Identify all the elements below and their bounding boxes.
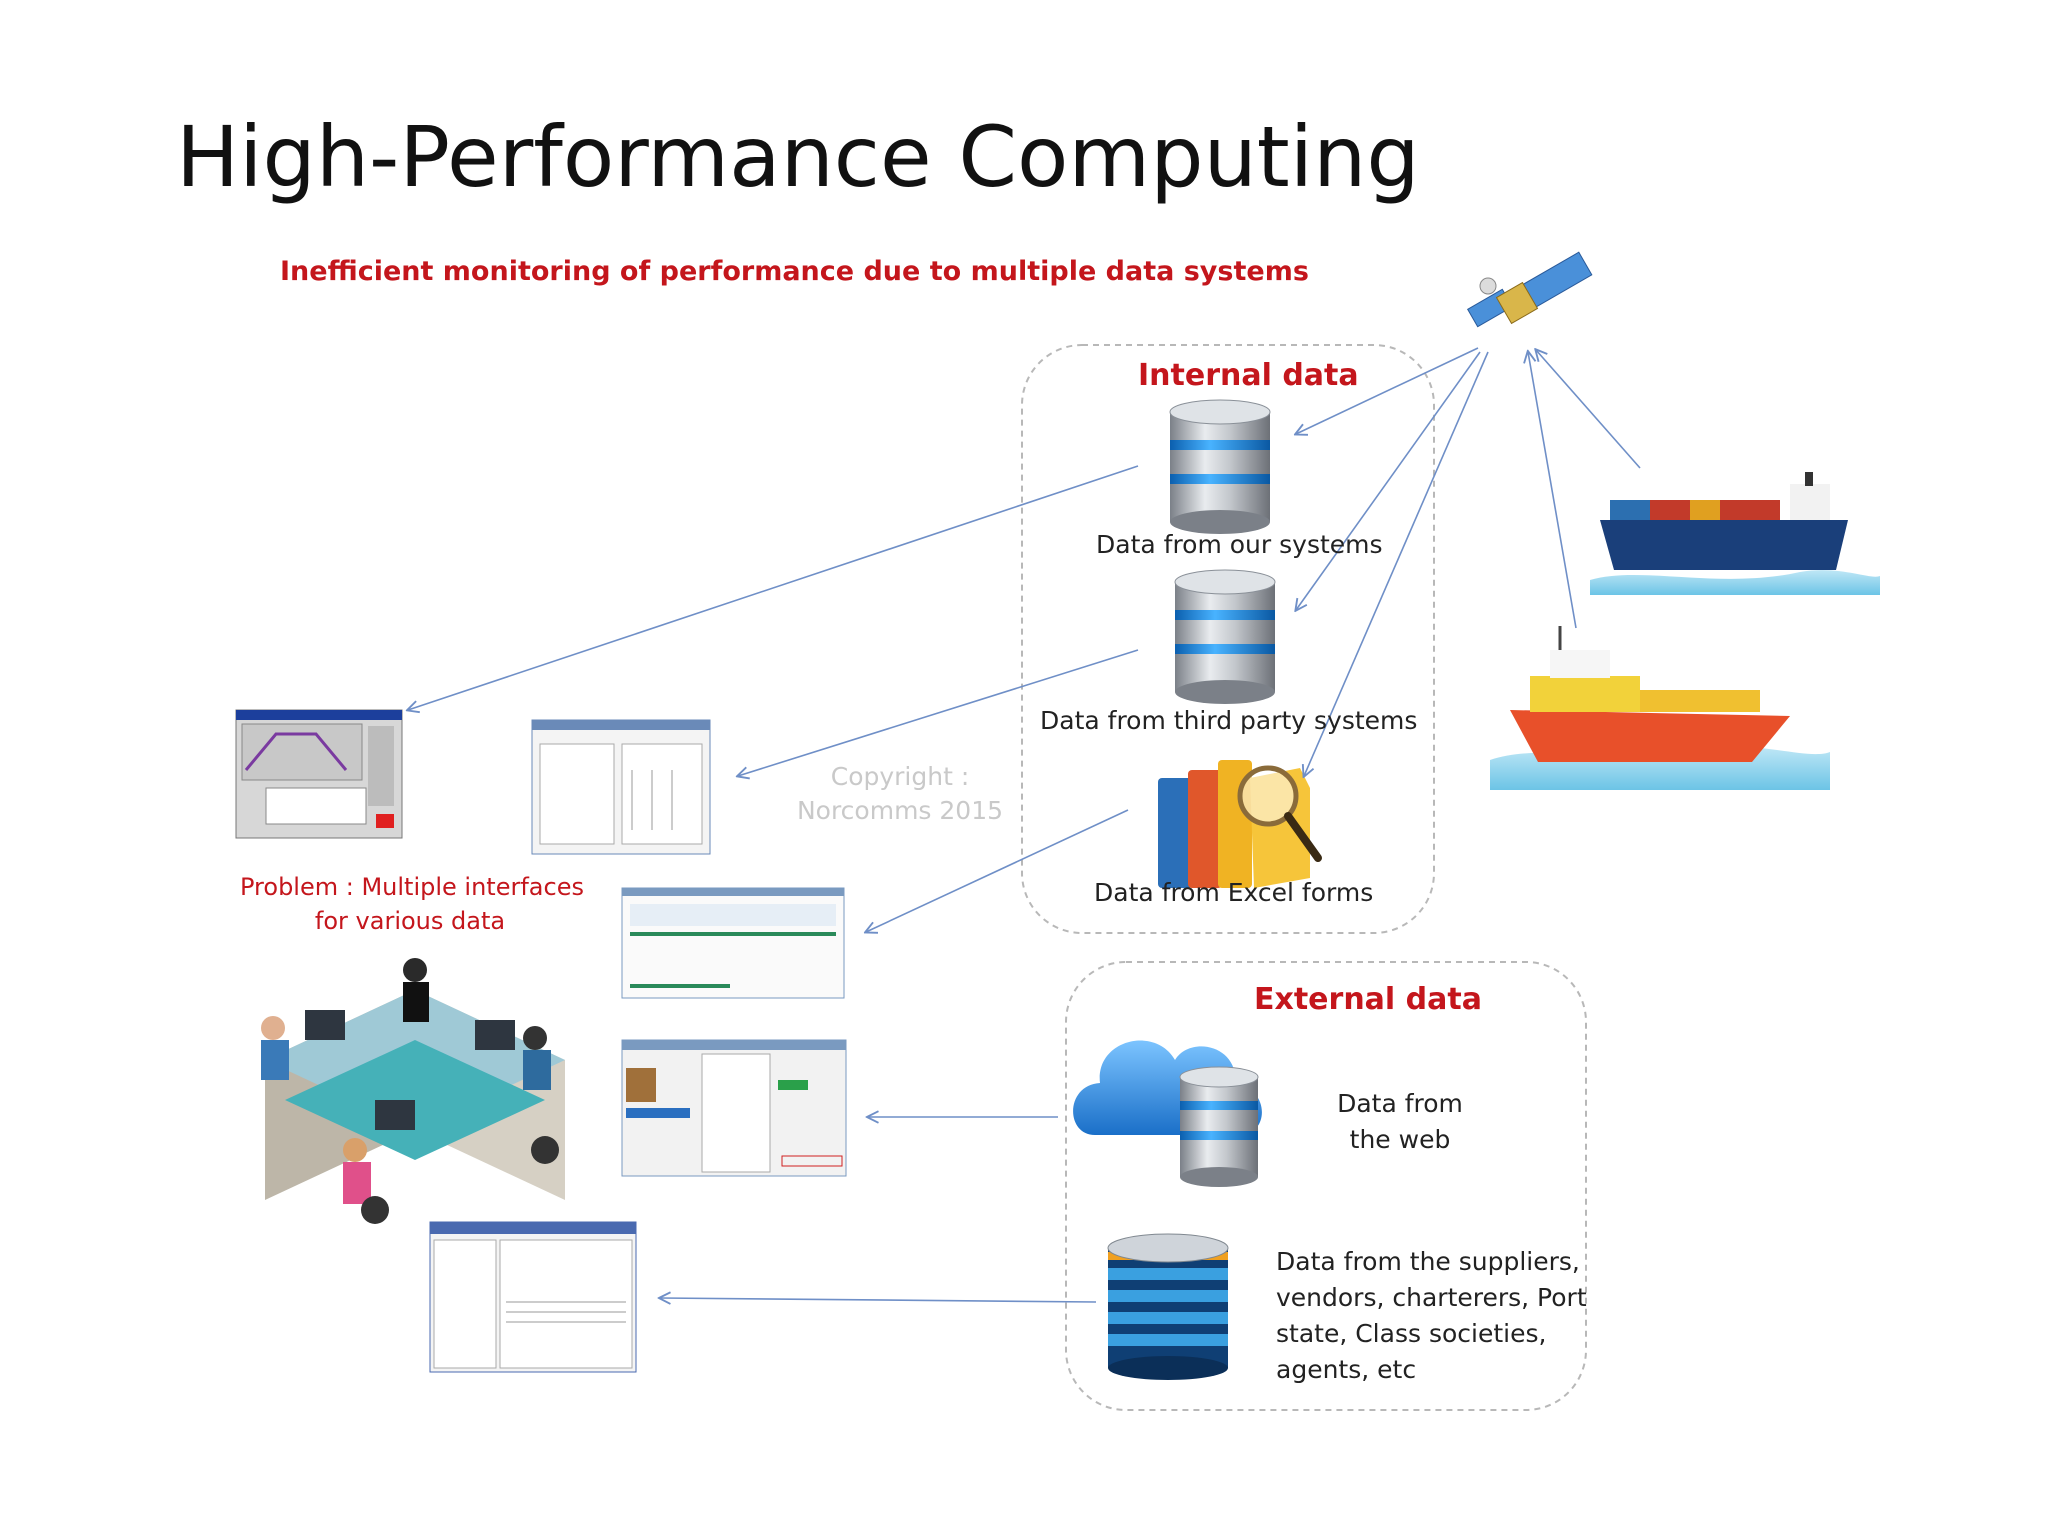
- external-data-title: External data: [1254, 982, 1482, 1017]
- container-ship-icon: [1590, 472, 1880, 595]
- external-data-box: [1065, 961, 1587, 1411]
- arrow-satellite-to-third-party: [1296, 351, 1481, 610]
- interface-thumbnail-explorer-window: [429, 1221, 637, 1373]
- label-data-from-suppliers: Data from the suppliers, vendors, charte…: [1276, 1247, 1587, 1384]
- copyright-watermark: Copyright : Norcomms 2015: [796, 762, 1004, 825]
- database-icon: [1169, 399, 1271, 534]
- interface-thumbnail-grid: [621, 887, 845, 999]
- database-icon: [1174, 569, 1276, 704]
- arrow-internal-systems-to-interface: [408, 465, 1139, 710]
- stacked-disk-database-icon: [1107, 1233, 1229, 1380]
- office-workers-illustration: [261, 958, 565, 1224]
- folders-magnifier-icon: [1158, 760, 1322, 888]
- interface-thumbnail-table: [531, 719, 711, 855]
- arrow-excel-to-interface: [866, 809, 1129, 932]
- slide-title: High-Performance Computing: [176, 108, 1420, 206]
- satellite-icon: [1466, 251, 1593, 328]
- arrow-container-ship-to-satellite: [1536, 350, 1641, 469]
- interface-thumbnail-process-control: [235, 709, 403, 839]
- arrow-satellite-to-excel: [1304, 351, 1489, 776]
- problem-label: Problem : Multiple interfaces for variou…: [240, 873, 584, 935]
- arrow-offshore-vessel-to-satellite: [1528, 352, 1577, 629]
- internal-data-title: Internal data: [1138, 358, 1359, 393]
- label-data-from-excel-forms: Data from Excel forms: [1094, 878, 1374, 907]
- arrow-third-party-to-interface: [738, 649, 1139, 776]
- diagram-subtitle: Inefficient monitoring of performance du…: [280, 256, 1309, 287]
- label-data-from-our-systems: Data from our systems: [1096, 530, 1383, 559]
- offshore-vessel-icon: [1490, 626, 1830, 790]
- arrow-satellite-to-systems: [1296, 347, 1479, 434]
- arrow-suppliers-to-interface: [660, 1298, 1097, 1302]
- interface-thumbnail-profile-window: [621, 1039, 847, 1177]
- label-data-from-third-party-systems: Data from third party systems: [1040, 706, 1418, 735]
- cloud-database-icon: [1073, 1040, 1262, 1187]
- label-data-from-the-web: Data from the web: [1337, 1089, 1463, 1154]
- internal-data-box: [1021, 344, 1435, 934]
